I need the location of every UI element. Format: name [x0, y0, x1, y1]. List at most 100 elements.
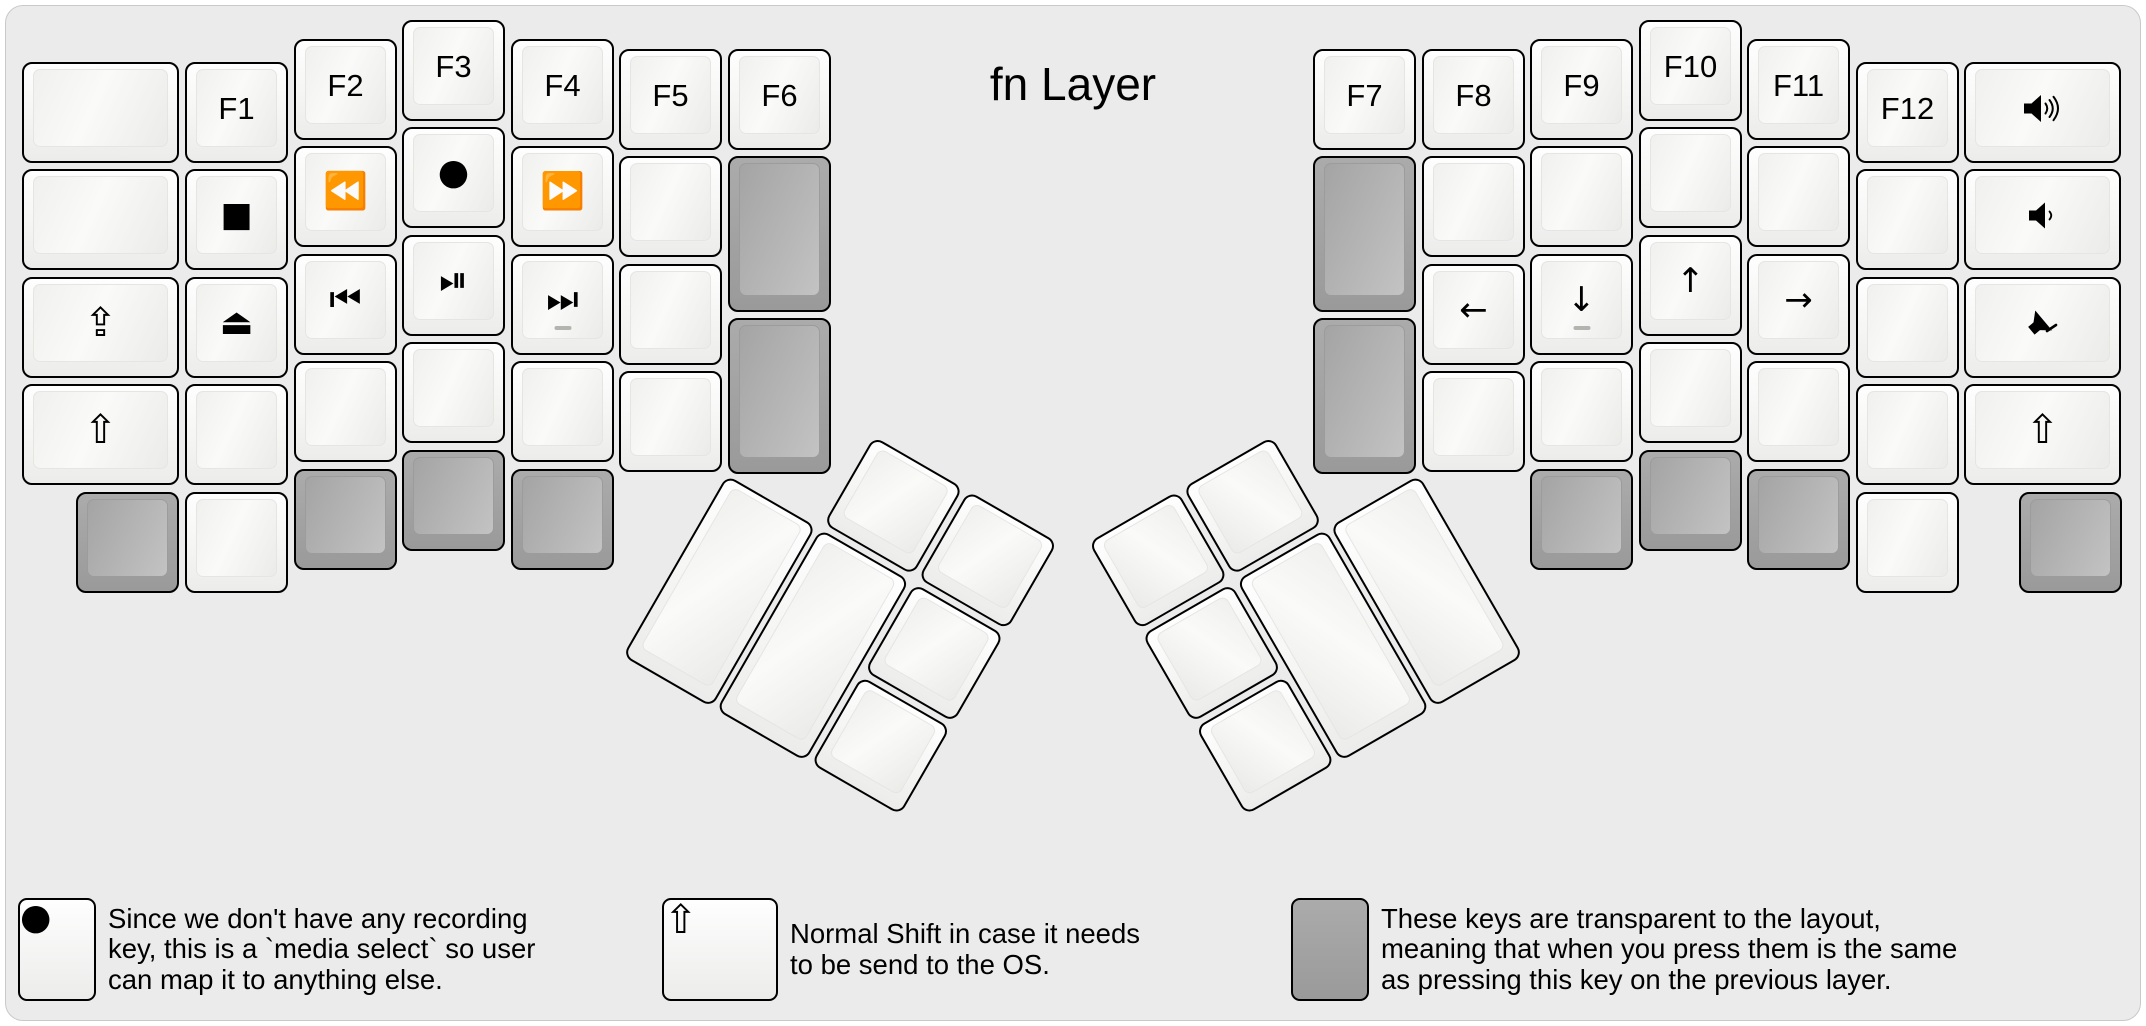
- key-f11: F11: [1747, 39, 1850, 140]
- key-f6-label: F6: [761, 77, 798, 113]
- key-f4: F4: [511, 39, 614, 140]
- key-f11-label: F11: [1772, 67, 1825, 103]
- key-transparent: [2019, 492, 2122, 593]
- key-shift-right: ⇧: [1964, 384, 2121, 485]
- transparent-key-sample: [1291, 898, 1369, 1001]
- key-record: ●: [402, 127, 505, 228]
- key-f12-label: F12: [1880, 90, 1935, 126]
- key-arrow-left-label: ←: [1459, 290, 1488, 330]
- key-blank: [619, 371, 722, 472]
- key-transparent: [1639, 450, 1742, 551]
- key-arrow-down-label: ↓: [1567, 280, 1596, 320]
- legend-text-record: Since we don't have any recording key, t…: [108, 902, 536, 995]
- key-blank: [511, 361, 614, 462]
- key-mute: [1964, 277, 2121, 378]
- key-f10-label: F10: [1663, 48, 1718, 84]
- key-next-track: ⏭: [511, 254, 614, 355]
- key-blank: [1747, 361, 1850, 462]
- key-prev-track: ⏮: [294, 254, 397, 355]
- key-transparent: [1313, 156, 1416, 312]
- key-f2: F2: [294, 39, 397, 140]
- key-transparent: [728, 318, 831, 474]
- key-f8-label: F8: [1455, 77, 1492, 113]
- key-blank: [1856, 384, 1959, 485]
- key-arrow-right-label: →: [1784, 280, 1813, 320]
- key-arrow-left: ←: [1422, 264, 1525, 365]
- key-next-track-label: ⏭: [546, 279, 579, 320]
- key-stop: ■: [185, 169, 288, 270]
- key-record-label: ●: [437, 152, 470, 193]
- key-f7: F7: [1313, 49, 1416, 150]
- shift-key-sample: ⇧: [662, 898, 778, 1001]
- key-blank: [619, 264, 722, 365]
- key-blank: [22, 62, 179, 163]
- key-transparent: [511, 469, 614, 570]
- key-f10: F10: [1639, 20, 1742, 121]
- key-blank: [294, 361, 397, 462]
- key-transparent: [76, 492, 179, 593]
- key-blank: [1639, 342, 1742, 443]
- key-f7-label: F7: [1346, 77, 1383, 113]
- key-f2-label: F2: [327, 67, 364, 103]
- key-arrow-up-label: ↑: [1676, 261, 1705, 301]
- key-rewind-label: ⏪: [323, 171, 368, 212]
- shift-icon: ⇧: [664, 897, 698, 943]
- key-blank: [1856, 277, 1959, 378]
- legend-item-shift: ⇧ Normal Shift in case it needs to be se…: [662, 898, 1140, 1001]
- key-blank: [1639, 127, 1742, 228]
- key-volume-up: [1964, 62, 2121, 163]
- key-blank: [1856, 169, 1959, 270]
- key-eject-label: ⏏: [219, 302, 254, 343]
- key-fast-forward-label: ⏩: [540, 171, 585, 212]
- key-shift-right-label: ⇧: [2025, 407, 2060, 453]
- key-fast-forward: ⏩: [511, 146, 614, 247]
- key-f12: F12: [1856, 62, 1959, 163]
- key-blank: [1530, 361, 1633, 462]
- key-play-pause-label: ⏯: [439, 260, 468, 301]
- key-f6: F6: [728, 49, 831, 150]
- legend-item-transparent: These keys are transparent to the layout…: [1291, 898, 1957, 1001]
- key-volume-down: [1964, 169, 2121, 270]
- key-prev-track-label: ⏮: [329, 279, 362, 320]
- key-transparent: [728, 156, 831, 312]
- key-transparent: [1530, 469, 1633, 570]
- key-arrow-down: ↓: [1530, 254, 1633, 355]
- key-blank: [1747, 146, 1850, 247]
- key-transparent: [402, 450, 505, 551]
- key-blank: [185, 384, 288, 485]
- legend-item-record: ● Since we don't have any recording key,…: [18, 898, 535, 1001]
- volume-up-icon: [2022, 93, 2064, 124]
- key-blank: [22, 169, 179, 270]
- key-caps-lock-label: ⇪: [83, 300, 118, 346]
- key-f8: F8: [1422, 49, 1525, 150]
- key-transparent: [1313, 318, 1416, 474]
- key-blank: [1856, 492, 1959, 593]
- key-transparent: [1747, 469, 1850, 570]
- key-blank: [1530, 146, 1633, 247]
- mute-icon: [2024, 307, 2062, 339]
- key-f9: F9: [1530, 39, 1633, 140]
- key-caps-lock: ⇪: [22, 277, 179, 378]
- key-transparent: [294, 469, 397, 570]
- key-play-pause: ⏯: [402, 235, 505, 336]
- key-f4-label: F4: [544, 67, 581, 103]
- key-arrow-up: ↑: [1639, 235, 1742, 336]
- key-f5: F5: [619, 49, 722, 150]
- legend-text-transparent: These keys are transparent to the layout…: [1381, 902, 1958, 995]
- key-blank: [619, 156, 722, 257]
- legend-text-shift: Normal Shift in case it needs to be send…: [790, 918, 1141, 980]
- key-blank: [1422, 156, 1525, 257]
- key-arrow-right: →: [1747, 254, 1850, 355]
- key-f3: F3: [402, 20, 505, 121]
- key-f9-label: F9: [1563, 67, 1600, 103]
- record-icon: ●: [20, 897, 52, 938]
- key-eject: ⏏: [185, 277, 288, 378]
- key-f1: F1: [185, 62, 288, 163]
- key-f3-label: F3: [435, 48, 472, 84]
- key-blank: [402, 342, 505, 443]
- key-shift-left: ⇧: [22, 384, 179, 485]
- key-rewind: ⏪: [294, 146, 397, 247]
- record-key-sample: ●: [18, 898, 96, 1001]
- volume-down-icon: [2025, 201, 2061, 230]
